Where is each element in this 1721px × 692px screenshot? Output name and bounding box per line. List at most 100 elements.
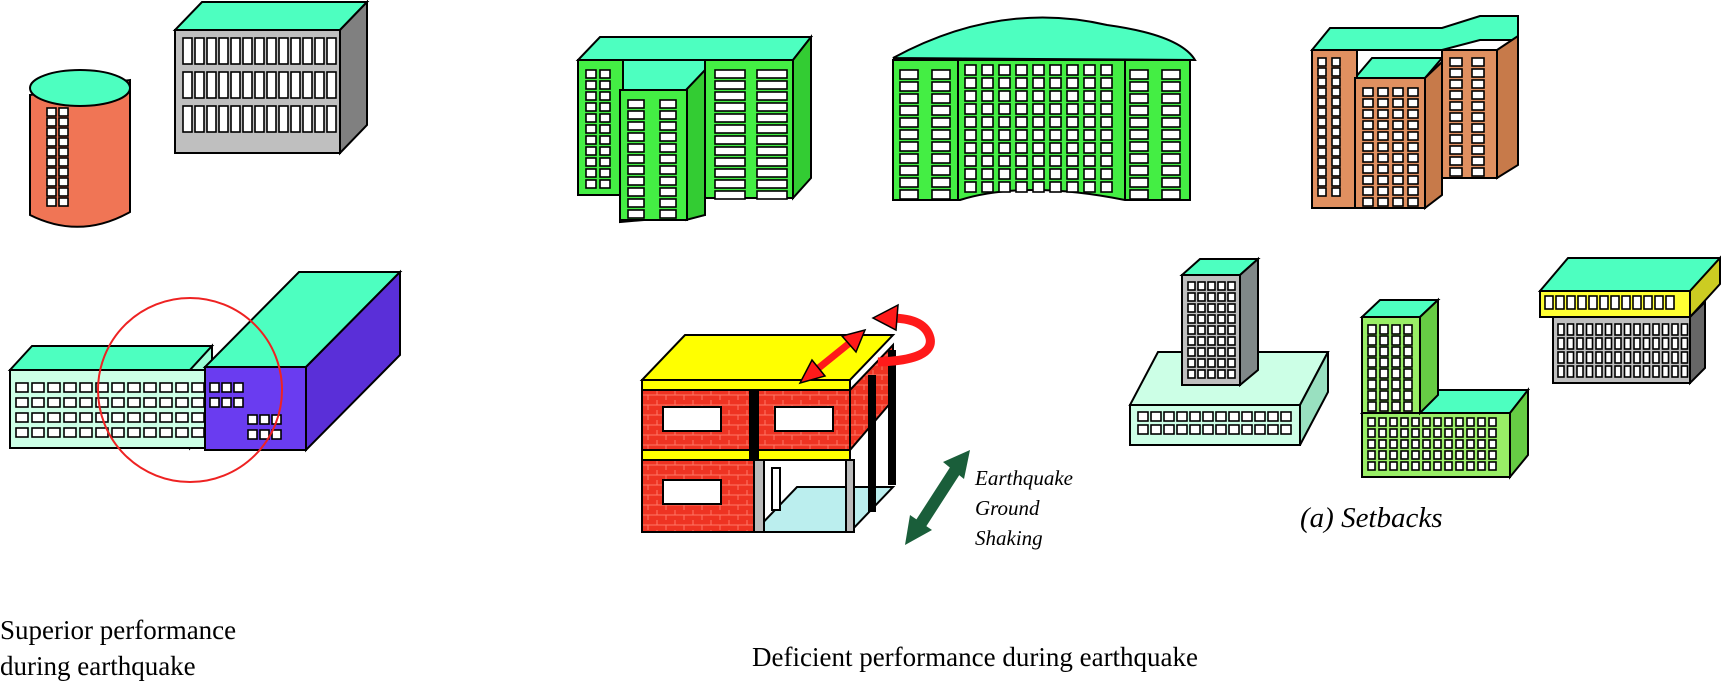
window [1378, 461, 1387, 471]
window [1576, 365, 1584, 378]
window [1652, 323, 1660, 336]
window [1449, 112, 1463, 122]
window [1189, 411, 1201, 422]
window [1377, 197, 1389, 207]
window [627, 121, 645, 131]
window [1400, 450, 1409, 460]
window [1555, 295, 1565, 310]
window [1227, 347, 1236, 357]
window [175, 412, 189, 423]
cross-shaped-tan-building [1309, 15, 1519, 211]
window [1331, 107, 1341, 117]
window [1466, 450, 1475, 460]
window [1614, 351, 1622, 364]
window [756, 135, 788, 145]
window [585, 135, 597, 145]
window [1471, 79, 1485, 89]
window [46, 137, 57, 147]
window [1015, 142, 1028, 154]
window [1477, 461, 1486, 471]
window [1217, 281, 1226, 291]
window [1680, 337, 1689, 350]
window [1477, 417, 1486, 427]
superior-caption-line1: Superior performance [0, 615, 237, 645]
window [1317, 67, 1327, 77]
window [931, 141, 951, 152]
window [1066, 129, 1079, 141]
window [1403, 335, 1413, 346]
window [46, 147, 57, 157]
window [1471, 123, 1485, 133]
window [206, 105, 217, 133]
window [1217, 336, 1226, 346]
window [1228, 424, 1240, 435]
window [302, 105, 313, 133]
window [1227, 369, 1236, 379]
window [714, 190, 746, 200]
window [63, 427, 77, 438]
window [1227, 314, 1236, 324]
window [1449, 134, 1463, 144]
window [1015, 168, 1028, 180]
window [1032, 103, 1045, 115]
window [1377, 186, 1389, 196]
window [1671, 337, 1679, 350]
window [931, 69, 951, 80]
window [1197, 292, 1206, 302]
window [1317, 77, 1327, 87]
window [1403, 401, 1413, 412]
window [1317, 87, 1327, 97]
window [1403, 324, 1413, 335]
window [1422, 428, 1431, 438]
window [1367, 390, 1377, 401]
window [1083, 142, 1096, 154]
window [58, 197, 69, 207]
window [1449, 79, 1463, 89]
window [1455, 417, 1464, 427]
window [271, 429, 282, 440]
window [1150, 411, 1162, 422]
window [998, 181, 1011, 193]
window [1411, 450, 1420, 460]
window [143, 427, 157, 438]
cylindrical-building [29, 69, 131, 228]
window [63, 397, 77, 408]
window [46, 167, 57, 177]
window [1557, 337, 1565, 350]
window [1654, 295, 1664, 310]
window [1403, 357, 1413, 368]
window [1367, 379, 1377, 390]
window [218, 71, 229, 99]
window [1066, 64, 1079, 76]
window [659, 154, 677, 164]
window [756, 124, 788, 134]
window [585, 102, 597, 112]
window [1407, 153, 1419, 163]
window [326, 105, 337, 133]
window [998, 168, 1011, 180]
window [585, 91, 597, 101]
window [998, 90, 1011, 102]
window [1444, 439, 1453, 449]
soft-storey-building [639, 303, 970, 545]
pounding-highlight-circle [97, 297, 283, 483]
window [931, 153, 951, 164]
window [1197, 303, 1206, 313]
window [585, 69, 597, 79]
window [998, 103, 1011, 115]
open-column [868, 375, 876, 512]
window [659, 176, 677, 186]
overhang-building-windows [1544, 295, 1689, 378]
window [1331, 77, 1341, 87]
window [206, 37, 217, 65]
window [111, 427, 125, 438]
window [1400, 417, 1409, 427]
window [1129, 153, 1149, 164]
window [15, 412, 29, 423]
window [159, 412, 173, 423]
window [1100, 142, 1113, 154]
window [964, 77, 977, 89]
window [46, 177, 57, 187]
window [1241, 424, 1253, 435]
curved-building-windows [899, 64, 1181, 200]
